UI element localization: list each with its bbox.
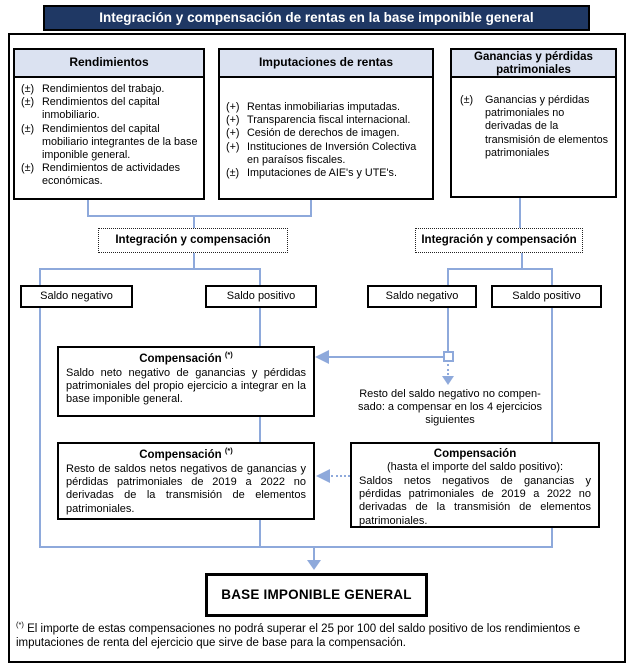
list-item: (±) Rendimientos del trabajo.: [21, 83, 200, 96]
item-text: Transparencia fiscal internacional.: [247, 114, 411, 127]
list-item: (+) Transparencia fiscal internacional.: [226, 114, 429, 127]
connector-spl-down-top: [259, 268, 261, 285]
footnote-marker: (*): [224, 446, 233, 456]
integration-box-right: Integración y compensación: [415, 228, 583, 253]
list-item: (+) Instituciones de Inversión Colectiva…: [226, 141, 429, 167]
connector-col3-down: [519, 198, 521, 228]
sign-label: (±): [21, 83, 35, 95]
sign-label: (±): [460, 94, 474, 106]
compensacion-3-subtitle: (hasta el importe del saldo positivo):: [386, 461, 564, 473]
compensacion-1-title-text: Compensación: [139, 353, 222, 365]
compensacion-3-body: Saldos netos negativos de ganancias y pé…: [359, 475, 591, 527]
compensacion-box-1: Compensación (*) Saldo neto negativo de …: [57, 346, 315, 417]
item-text: Rentas inmobiliarias imputadas.: [247, 101, 401, 113]
imputaciones-list: (+) Rentas inmobiliarias imputadas. (+) …: [220, 78, 432, 180]
compensacion-1-body: Saldo neto negativo de ganancias y pérdi…: [66, 367, 306, 406]
connector-spl-to-comp1: [259, 308, 261, 346]
list-item: (±) Rendimientos del capital inmobiliari…: [21, 96, 200, 122]
column-header-ganancias: Ganancias y pérdidas patrimoniales: [452, 50, 615, 78]
junction-square: [443, 351, 454, 362]
connector-snl-long: [39, 308, 41, 548]
resto-line-1: Resto del saldo negativo no compen-: [359, 388, 541, 400]
resto-line-2: sado: a compensar en los 4 ejercicios: [357, 401, 543, 413]
connector-int1-down: [193, 253, 195, 270]
connector-snr-down-top: [447, 268, 449, 285]
item-text: Instituciones de Inversión Colectiva en …: [247, 140, 417, 166]
compensacion-2-title-text: Compensación: [139, 449, 222, 461]
arrow-left-icon: [316, 469, 330, 483]
connector-int2-down: [521, 253, 523, 270]
connector-junction-to-comp1: [329, 356, 448, 358]
outer-frame: [8, 33, 626, 663]
connector-bracket-drop: [193, 217, 195, 228]
list-item: (+) Rentas inmobiliarias imputadas.: [226, 101, 429, 114]
compensacion-box-2: Compensación (*) Resto de saldos netos n…: [57, 442, 315, 520]
item-text: Cesión de derechos de imagen.: [247, 127, 400, 140]
integration-box-left: Integración y compensación: [98, 228, 288, 253]
column-box-rendimientos: Rendimientos (±) Rendimientos del trabaj…: [13, 48, 205, 200]
footnote-marker: (*): [16, 620, 24, 630]
sign-label: (+): [226, 114, 240, 127]
connector-base-stem: [313, 548, 315, 560]
arrow-down-icon: [307, 560, 321, 570]
saldo-positivo-right: Saldo positivo: [491, 285, 602, 308]
diagram-title: Integración y compensación de rentas en …: [43, 5, 590, 31]
dotted-left-connector: [331, 475, 350, 477]
saldo-positivo-left: Saldo positivo: [205, 285, 317, 308]
connector-col1-down: [87, 200, 89, 217]
column-box-ganancias: Ganancias y pérdidas patrimoniales (±) G…: [450, 48, 617, 198]
saldo-negativo-left: Saldo negativo: [20, 285, 133, 308]
sign-label: (±): [21, 122, 35, 135]
connector-snr-to-junction: [447, 308, 449, 358]
base-imponible-box: BASE IMPONIBLE GENERAL: [205, 573, 428, 617]
list-item: (±) Rendimientos del capital mobiliario …: [21, 123, 200, 163]
column-header-rendimientos: Rendimientos: [15, 50, 203, 78]
footnote-text: El importe de estas compensaciones no po…: [16, 623, 581, 649]
sign-label: (±): [21, 162, 35, 175]
sign-label: (±): [226, 167, 240, 180]
item-text: Rendimientos del capital inmobiliario.: [42, 96, 160, 122]
rendimientos-list: (±) Rendimientos del trabajo. (±) Rendim…: [15, 78, 203, 189]
sign-label: (±): [21, 96, 35, 109]
compensacion-2-body: Resto de saldos netos negativos de ganan…: [66, 463, 306, 515]
list-item: (±) Ganancias y pérdidas patrimoniales n…: [460, 94, 612, 160]
connector-comp1-to-comp2: [259, 417, 261, 442]
connector-col2-down: [310, 200, 312, 217]
compensacion-2-title: Compensación (*): [66, 446, 306, 462]
compensacion-3-title: Compensación: [433, 448, 517, 460]
resto-saldo-note: Resto del saldo negativo no compen- sado…: [350, 388, 550, 427]
arrow-down-icon: [442, 376, 454, 385]
footnote: (*) El importe de estas compensaciones n…: [16, 620, 614, 650]
ganancias-list: (±) Ganancias y pérdidas patrimoniales n…: [452, 78, 615, 160]
item-text: Ganancias y pérdidas patrimoniales no de…: [485, 94, 609, 159]
list-item: (±) Imputaciones de AIE's y UTE's.: [226, 167, 429, 180]
item-text: Rendimientos de actividades económicas.: [42, 162, 181, 188]
item-text: Rendimientos del capital mobiliario inte…: [42, 122, 198, 162]
column-box-imputaciones: Imputaciones de rentas (+) Rentas inmobi…: [218, 48, 434, 200]
compensacion-1-title: Compensación (*): [66, 350, 306, 366]
arrow-left-icon: [315, 350, 329, 364]
connector-comp2-down: [259, 520, 261, 548]
list-item: (+) Cesión de derechos de imagen.: [226, 127, 429, 140]
compensacion-box-3: Compensación (hasta el importe del saldo…: [350, 442, 600, 528]
connector-bracket-left: [87, 215, 312, 217]
item-text: Imputaciones de AIE's y UTE's.: [247, 167, 397, 180]
resto-line-3: siguientes: [425, 414, 475, 426]
connector-split-left-h: [39, 268, 261, 270]
sign-label: (+): [226, 140, 240, 153]
saldo-negativo-right: Saldo negativo: [367, 285, 477, 308]
connector-comp3-down: [551, 528, 553, 548]
footnote-marker: (*): [224, 350, 233, 360]
item-text: Rendimientos del trabajo.: [42, 83, 165, 95]
connector-split-right-h: [447, 268, 553, 270]
sign-label: (+): [226, 127, 240, 140]
list-item: (±) Rendimientos de actividades económic…: [21, 162, 200, 188]
dotted-down-connector: [447, 364, 449, 375]
connector-bottom-h: [39, 546, 553, 548]
connector-spr-to-comp3: [551, 308, 553, 442]
column-header-imputaciones: Imputaciones de rentas: [220, 50, 432, 78]
sign-label: (+): [226, 101, 240, 113]
connector-spr-down-top: [551, 268, 553, 285]
connector-snl-down-top: [39, 268, 41, 285]
